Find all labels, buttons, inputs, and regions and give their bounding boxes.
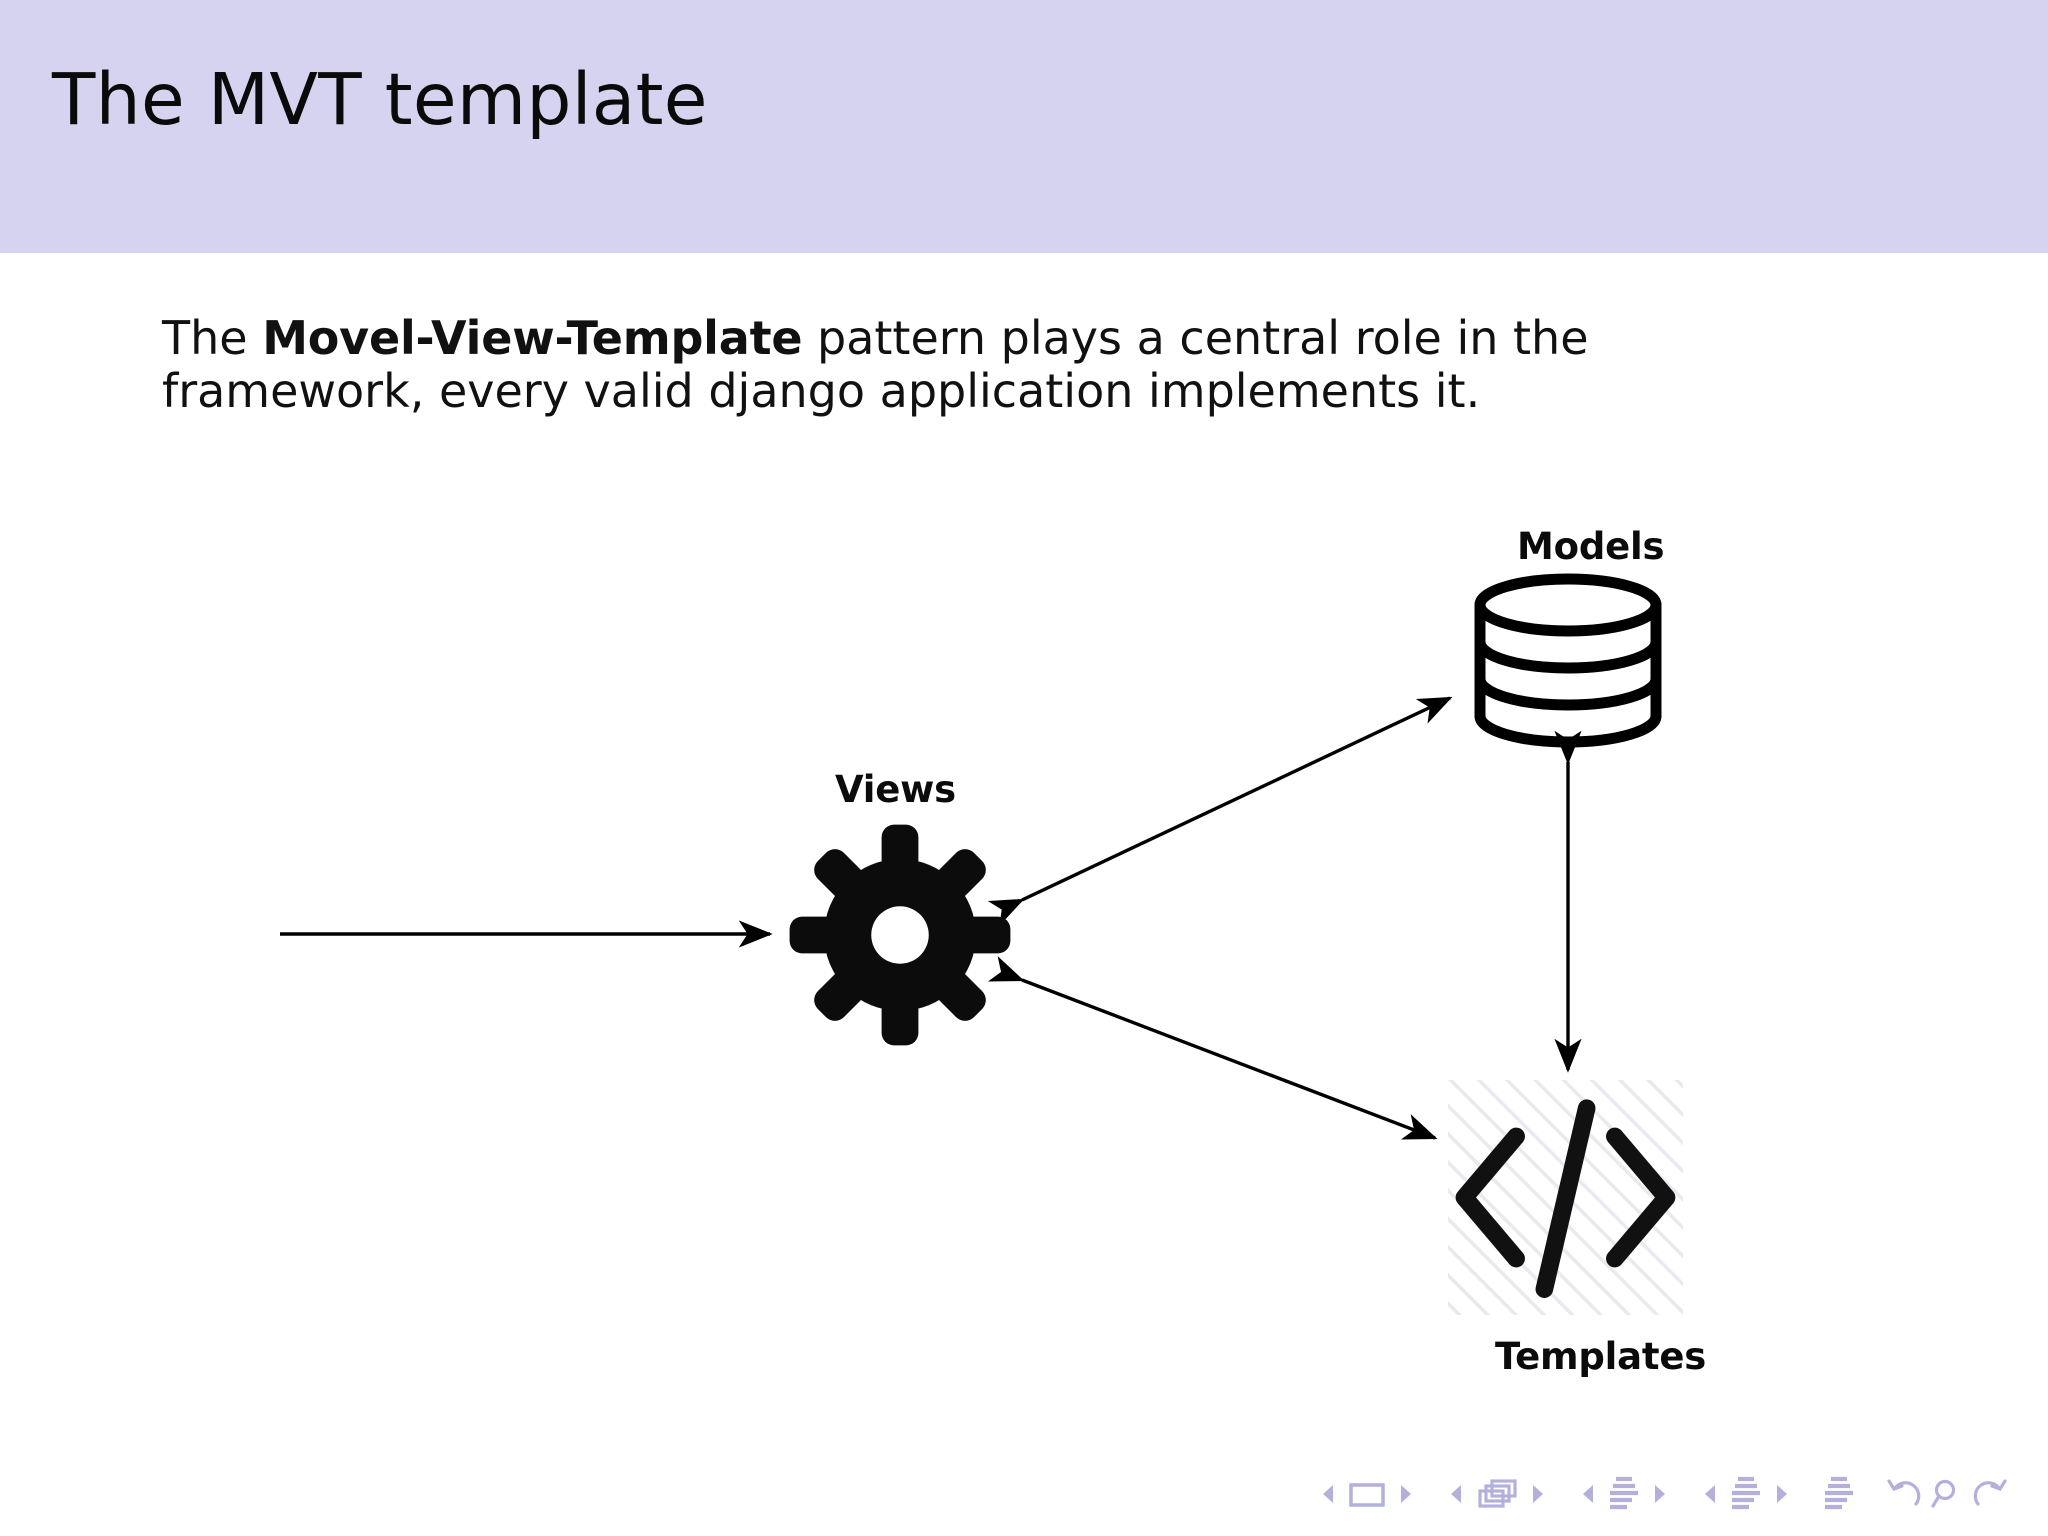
code-brackets-icon (1448, 1080, 1683, 1315)
section-icon[interactable] (1729, 1475, 1763, 1513)
prev-section-icon[interactable] (1700, 1481, 1720, 1507)
document-icon[interactable] (1822, 1475, 1856, 1513)
back-icon[interactable] (1886, 1477, 1922, 1511)
beamer-navigation-bar[interactable] (1318, 1468, 2008, 1520)
frame-icon[interactable] (1347, 1479, 1387, 1509)
prev-frame-icon[interactable] (1446, 1481, 1466, 1507)
mvt-diagram: Models Views (280, 500, 1780, 1400)
body-line1-bold-term: Movel-View-Template (262, 311, 803, 365)
nav-group-section (1700, 1475, 1792, 1513)
diagram-label-models: Models (1517, 525, 1665, 568)
gear-icon (789, 824, 1011, 1046)
subsection-icon[interactable] (1607, 1475, 1641, 1513)
nav-group-document (1822, 1475, 1856, 1513)
page-title: The MVT template (52, 58, 708, 141)
diagram-label-templates: Templates (1495, 1335, 1707, 1378)
next-subsection-icon[interactable] (1650, 1481, 1670, 1507)
next-frame-icon[interactable] (1528, 1481, 1548, 1507)
search-icon[interactable] (1931, 1477, 1963, 1511)
slide-title-bar: The MVT template (0, 0, 2048, 253)
body-line2: framework, every valid django applicatio… (162, 363, 1481, 418)
nav-group-subsection (1578, 1475, 1670, 1513)
body-line1-prefix: The (162, 311, 263, 365)
arrow-views-templates (987, 956, 1438, 1140)
body-line1-suffix: pattern plays a central role in the (802, 311, 1589, 365)
arrow-views-models (987, 696, 1453, 926)
nav-group-frame (1446, 1477, 1548, 1511)
prev-slide-icon[interactable] (1318, 1481, 1338, 1507)
nav-group-slide (1318, 1479, 1416, 1509)
prev-subsection-icon[interactable] (1578, 1481, 1598, 1507)
frames-icon[interactable] (1475, 1477, 1519, 1511)
database-cylinder-icon (1474, 573, 1662, 748)
next-slide-icon[interactable] (1396, 1481, 1416, 1507)
next-section-icon[interactable] (1772, 1481, 1792, 1507)
diagram-label-views: Views (835, 768, 956, 811)
nav-group-history (1886, 1477, 2008, 1511)
forward-icon[interactable] (1972, 1477, 2008, 1511)
slide-body-text: The Movel-View-Template pattern plays a … (162, 312, 1682, 418)
